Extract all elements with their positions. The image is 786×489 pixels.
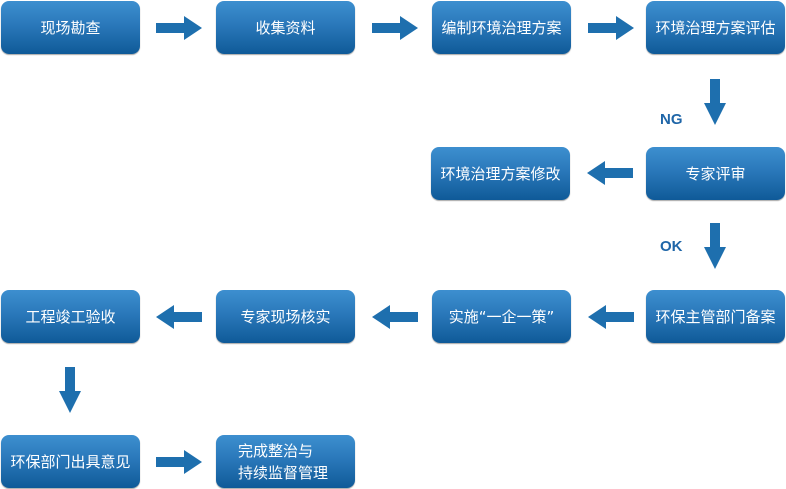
- step-label: 收集资料: [255, 18, 316, 37]
- step-label: 环保主管部门备案: [655, 307, 776, 326]
- arrow-left-icon: [588, 305, 634, 329]
- arrow-right-icon: [156, 16, 202, 40]
- step-label: 实施“一企一策”: [448, 307, 555, 326]
- step-label: 专家现场核实: [240, 307, 331, 326]
- step-expert-review: 专家评审: [646, 147, 785, 200]
- branch-label-ok: OK: [660, 238, 683, 255]
- step-collect-data: 收集资料: [216, 1, 355, 54]
- arrow-down-icon: [704, 223, 726, 269]
- step-epa-filing: 环保主管部门备案: [646, 290, 785, 343]
- arrow-down-icon: [704, 79, 726, 125]
- arrow-right-icon: [372, 16, 418, 40]
- arrow-left-icon: [587, 161, 633, 185]
- arrow-left-icon: [372, 305, 418, 329]
- step-expert-site-verify: 专家现场核实: [216, 290, 355, 343]
- step-label: 现场勘查: [40, 18, 101, 37]
- branch-label-ng: NG: [660, 111, 683, 128]
- step-label: 环境治理方案评估: [655, 18, 776, 37]
- step-plan-evaluation: 环境治理方案评估: [646, 1, 785, 54]
- arrow-down-icon: [59, 367, 81, 413]
- step-label-line1: 完成整治与: [238, 441, 314, 460]
- arrow-right-icon: [588, 16, 634, 40]
- step-plan-revision: 环境治理方案修改: [431, 147, 570, 200]
- step-complete: 完成整治与 持续监督管理: [216, 435, 355, 488]
- step-label: 编制环境治理方案: [441, 18, 562, 37]
- step-draft-plan: 编制环境治理方案: [432, 1, 571, 54]
- step-label: 环保部门出具意见: [10, 452, 131, 471]
- step-label: 环境治理方案修改: [440, 164, 561, 183]
- step-label: 工程竣工验收: [25, 307, 116, 326]
- step-completion-acceptance: 工程竣工验收: [1, 290, 140, 343]
- arrow-right-icon: [156, 450, 202, 474]
- step-site-survey: 现场勘查: [1, 1, 140, 54]
- step-label-line2: 持续监督管理: [238, 463, 329, 482]
- step-implement: 实施“一企一策”: [432, 290, 571, 343]
- arrow-left-icon: [156, 305, 202, 329]
- step-epa-opinion: 环保部门出具意见: [1, 435, 140, 488]
- step-label: 专家评审: [685, 164, 746, 183]
